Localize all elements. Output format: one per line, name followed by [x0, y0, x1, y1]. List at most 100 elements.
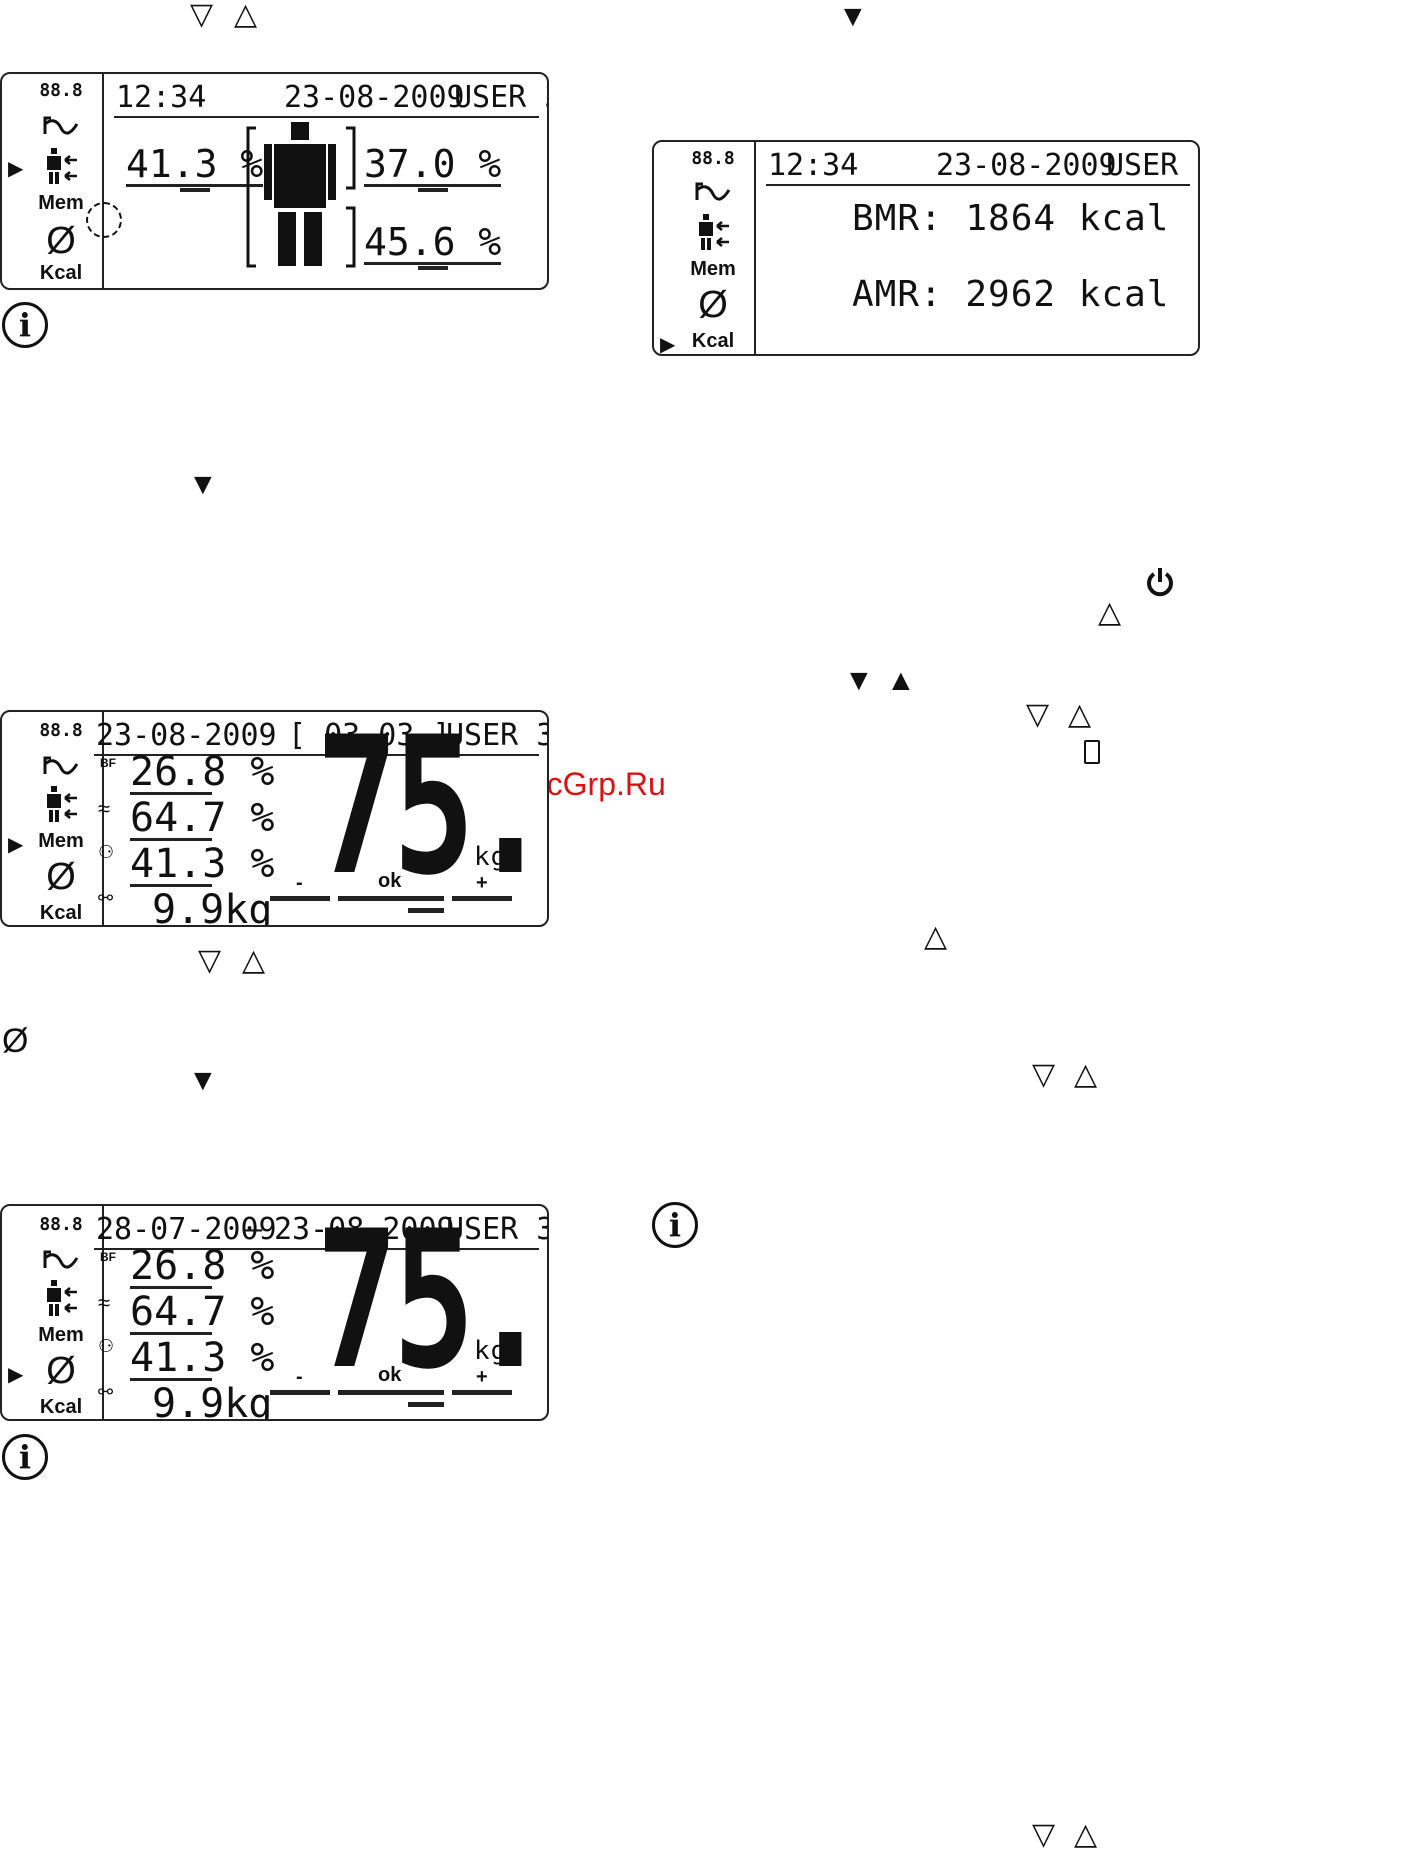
- kcal-label: Kcal: [691, 330, 735, 352]
- scale-minus-label: -: [296, 872, 303, 894]
- scale-bar-ok: [338, 1390, 444, 1395]
- bone-value: 9.9kg: [152, 887, 273, 927]
- body-analysis-icon: [26, 146, 96, 191]
- date-from: 28-07-2009: [96, 1212, 277, 1247]
- muscle-percent-upper: 37.0 %: [364, 142, 502, 192]
- battery-icon: [1084, 740, 1100, 764]
- water-value: 64.7 %: [130, 795, 275, 841]
- weight-value: 75.4: [316, 1204, 547, 1411]
- body-fat-icon: BF: [100, 1250, 116, 1264]
- display-metabolic-rate: 88.8 Mem Ø ▶ Kcal 12:34 23-08-2009 USER …: [652, 140, 1200, 356]
- muscle-percent-lower: 45.6 %: [364, 220, 502, 270]
- date: 23-08-2009: [96, 718, 277, 753]
- scale-bar-minus: [270, 1390, 330, 1395]
- display-header: 12:34 23-08-2009 USER 3: [114, 80, 547, 118]
- up-outline-icon: △: [234, 0, 258, 31]
- up-outline-icon: △: [242, 944, 266, 977]
- water-icon: ≈: [98, 1290, 111, 1315]
- weight-trend-icon: [678, 180, 748, 209]
- weight-value: 75.4: [316, 710, 547, 917]
- body-fat-underline: [130, 792, 212, 795]
- user: USER 3: [454, 80, 547, 115]
- muscle-value: 41.3 %: [130, 841, 275, 887]
- indicator-segments: 88.8: [691, 148, 735, 169]
- body-figure-icon: [246, 122, 356, 268]
- indicator-segments: 88.8: [39, 1214, 83, 1235]
- scale-bar-minus: [270, 896, 330, 901]
- down-outline-icon: ▽: [1032, 1058, 1056, 1091]
- display-header: 23-08-2009 [ 03-03 ] USER 3: [94, 718, 547, 756]
- display-sidebar: 88.8 ▶ Mem Ø Kcal: [2, 712, 104, 925]
- scale-plus-label: +: [476, 1366, 488, 1388]
- up-outline-icon: △: [1074, 1818, 1098, 1851]
- scale-minus-label: -: [296, 1366, 303, 1388]
- up-outline-icon: △: [924, 920, 948, 953]
- scale-bar-plus: [452, 1390, 512, 1395]
- power-icon: [1144, 566, 1176, 603]
- mem-label: Mem: [38, 1324, 84, 1346]
- display-sidebar: 88.8 Mem Ø ▶ Kcal: [654, 142, 756, 354]
- down-outline-icon: ▽: [198, 944, 222, 977]
- water-icon: ≈: [98, 796, 111, 821]
- info-icon: i: [2, 1434, 48, 1480]
- body-fat-icon: BF: [100, 756, 116, 770]
- bone-value: 9.9kg: [152, 1381, 273, 1421]
- down-outline-icon: ▽: [1032, 1818, 1056, 1851]
- indicator-segments: 88.8: [39, 80, 83, 101]
- water-underline: [130, 838, 212, 841]
- info-icon: i: [2, 302, 48, 348]
- water-value: 64.7 %: [130, 1289, 275, 1335]
- body-fat-underline: [130, 1286, 212, 1289]
- bmr-readout: BMR: 1864 kcal: [852, 198, 1170, 239]
- scale-marker: [408, 908, 444, 913]
- muscle-value: 41.3 %: [130, 1335, 275, 1381]
- time: 12:34: [116, 80, 207, 115]
- time: 12:34: [768, 148, 859, 183]
- scale-ok-label: ok: [378, 870, 402, 892]
- average-icon: Ø: [46, 856, 76, 898]
- mem-label: Mem: [690, 258, 736, 280]
- up-outline-icon: △: [1068, 698, 1092, 731]
- amr-readout: AMR: 2962 kcal: [852, 274, 1170, 315]
- average-icon: Ø: [46, 220, 76, 262]
- weight-trend-icon: [26, 754, 96, 783]
- indicator-segments: 88.8: [39, 720, 83, 741]
- average-icon: Ø: [698, 284, 728, 326]
- display-header: 28-07-2009 — 23-08-2009 USER 3: [94, 1212, 547, 1250]
- body-fat-value: 26.8 %: [130, 749, 275, 795]
- pointer-icon: ▶: [8, 158, 24, 180]
- body-fat-value: 26.8 %: [130, 1243, 275, 1289]
- display-average-detail: 88.8 Mem ▶ Ø Kcal 28-07-2009 — 23-08-200…: [0, 1204, 549, 1421]
- scale-marker: [408, 1402, 444, 1407]
- display-memory-detail: 88.8 ▶ Mem Ø Kcal 23-08-2009 [ 03-03 ] U…: [0, 710, 549, 927]
- date: 23-08-2009: [936, 148, 1117, 183]
- weight-trend-icon: [26, 114, 96, 144]
- kcal-label: Kcal: [39, 902, 83, 924]
- water-underline: [130, 1332, 212, 1335]
- display-header: 12:34 23-08-2009 USER 3: [766, 148, 1198, 186]
- mem-label: Mem: [38, 830, 84, 852]
- up-outline-icon: △: [1098, 596, 1122, 629]
- muscle-underline: [130, 1378, 212, 1381]
- date: 23-08-2009: [284, 80, 465, 115]
- average-icon: Ø: [46, 1350, 76, 1392]
- down-filled-icon: ▼: [188, 468, 218, 501]
- mem-label: Mem: [38, 192, 84, 214]
- user: USER 3: [446, 718, 549, 753]
- user: USER 3: [446, 1212, 549, 1247]
- info-icon: i: [652, 1202, 698, 1248]
- weight-trend-icon: [26, 1248, 96, 1277]
- muscle-icon: ⚇: [98, 1336, 115, 1356]
- weight-unit: kg: [474, 1336, 508, 1366]
- muscle-circle-icon: [86, 202, 122, 238]
- weight-unit: kg: [474, 842, 508, 872]
- down-outline-icon: ▽: [190, 0, 214, 31]
- scale-plus-label: +: [476, 872, 488, 894]
- muscle-icon: ⚇: [98, 842, 115, 862]
- bone-icon: ⚯: [98, 1382, 114, 1402]
- down-outline-icon: ▽: [1026, 698, 1050, 731]
- bone-icon: ⚯: [98, 888, 114, 908]
- display-body-composition: 88.8 ▶ Mem Ø Kcal 12:34 23-08-2009 USER …: [0, 72, 549, 290]
- up-outline-icon: △: [1074, 1058, 1098, 1091]
- scale-bar-plus: [452, 896, 512, 901]
